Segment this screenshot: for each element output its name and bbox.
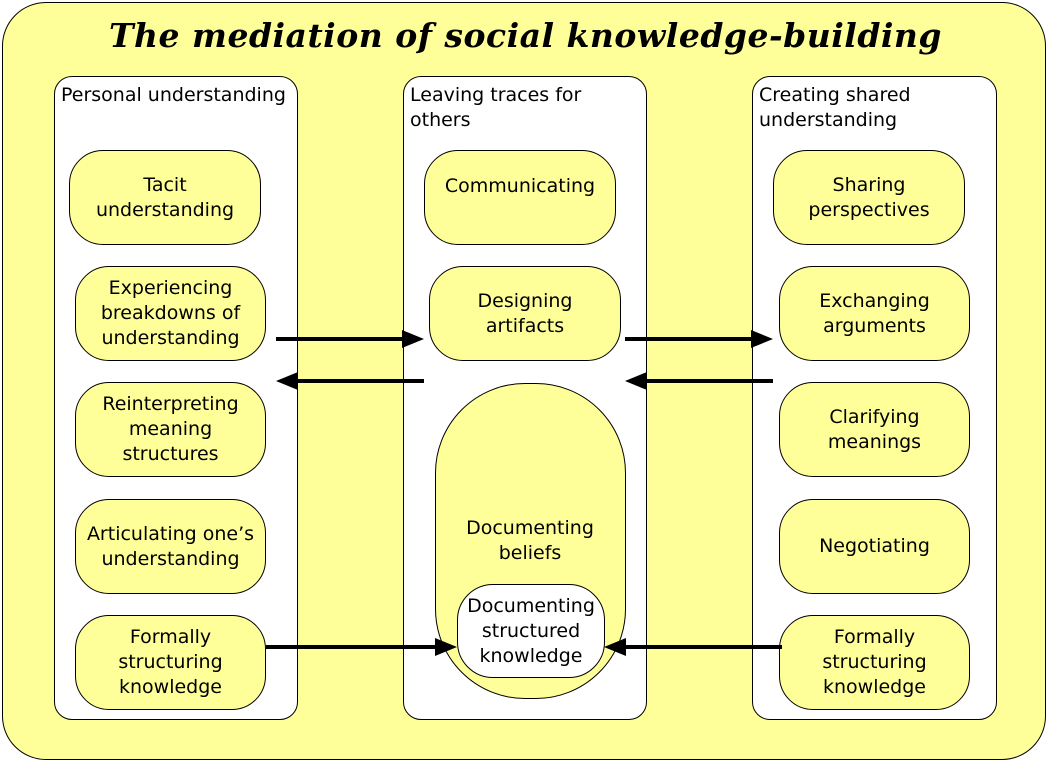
documenting-beliefs-label: Documenting beliefs: [466, 517, 594, 564]
box-experiencing-breakdowns: Experiencing breakdowns of understanding: [75, 266, 266, 361]
box-tacit-understanding: Tacit understanding: [69, 150, 261, 245]
arrow-traces-to-personal: [276, 372, 424, 390]
box-sharing-perspectives: Sharing perspectives: [773, 150, 965, 245]
arrow-traces-to-shared: [625, 330, 773, 348]
column-title-traces: Leaving traces for others: [410, 84, 582, 131]
box-communicating: Communicating: [424, 150, 616, 245]
box-documenting-structured-knowledge: Documenting structured knowledge: [457, 584, 605, 678]
box-articulating-understanding: Articulating one’s understanding: [75, 499, 266, 594]
arrow-formal-left-to-documenting: [266, 638, 457, 656]
box-formally-structuring-left: Formally structuring knowledge: [75, 615, 266, 710]
box-reinterpreting-meaning: Reinterpreting meaning structures: [75, 382, 266, 477]
arrow-personal-to-traces: [276, 330, 424, 348]
arrow-formal-right-to-documenting: [604, 638, 782, 656]
arrow-shared-to-traces: [625, 372, 773, 390]
column-title-personal: Personal understanding: [61, 84, 286, 106]
box-exchanging-arguments: Exchanging arguments: [779, 266, 970, 361]
diagram-title: The mediation of social knowledge-buildi…: [109, 16, 942, 55]
column-title-shared: Creating shared understanding: [759, 84, 911, 131]
box-formally-structuring-right: Formally structuring knowledge: [779, 615, 970, 710]
box-designing-artifacts: Designing artifacts: [429, 266, 621, 361]
box-clarifying-meanings: Clarifying meanings: [779, 382, 970, 477]
box-negotiating: Negotiating: [779, 499, 970, 594]
